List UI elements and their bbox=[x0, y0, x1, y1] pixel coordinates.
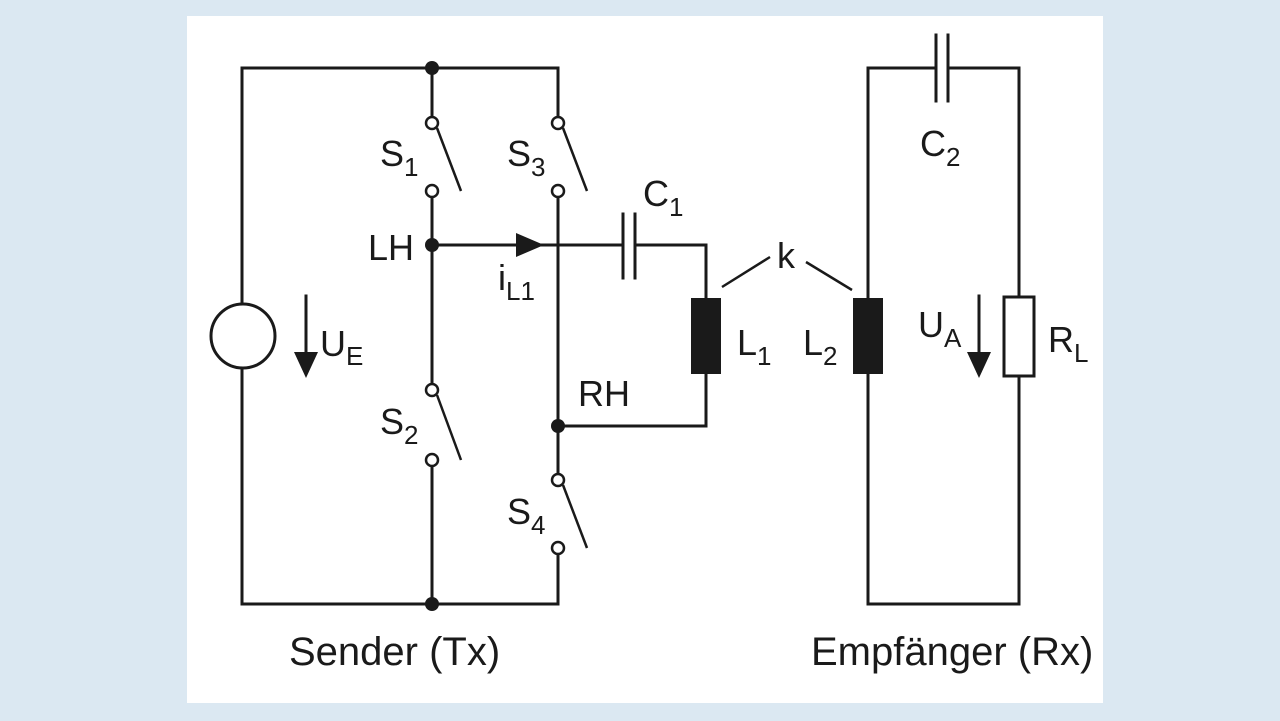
s2-label: S2 bbox=[380, 401, 418, 450]
voltage-source bbox=[209, 302, 277, 370]
l1-to-rh-wire bbox=[556, 372, 708, 428]
il1-label: iL1 bbox=[498, 257, 535, 306]
switch-s1-blade bbox=[435, 127, 463, 192]
s3-label: S3 bbox=[507, 133, 545, 182]
rl-label: RL bbox=[1048, 319, 1088, 368]
switch-s2-contact-top bbox=[424, 382, 440, 398]
switch-s1-contact-bottom bbox=[424, 183, 440, 199]
s4-label: S4 bbox=[507, 491, 545, 540]
switch-s2-contact-bottom bbox=[424, 452, 440, 468]
ue-arrow-head bbox=[294, 352, 318, 378]
rx-top-left-wire bbox=[866, 66, 938, 300]
junction-rh bbox=[551, 419, 565, 433]
inductor-l2 bbox=[853, 298, 883, 374]
coupling-line-left bbox=[721, 255, 771, 289]
rx-top-right-wire bbox=[946, 66, 1021, 299]
switch-s3-blade bbox=[561, 127, 589, 192]
switch-s4-contact-bottom bbox=[550, 540, 566, 556]
ue-label: UE bbox=[320, 323, 363, 371]
sender-caption: Sender (Tx) bbox=[289, 630, 500, 674]
k-label: k bbox=[777, 235, 796, 276]
inductor-l1 bbox=[691, 298, 721, 374]
switch-s4-blade bbox=[561, 484, 589, 549]
switch-s1-contact-top bbox=[424, 115, 440, 131]
l2-label: L2 bbox=[803, 322, 838, 371]
switch-s3-contact-bottom bbox=[550, 183, 566, 199]
c2-label: C2 bbox=[920, 123, 960, 172]
junction-bottom bbox=[425, 597, 439, 611]
c1-to-l1-wire bbox=[633, 243, 708, 300]
receiver-circuit: C2 L2 RL UA bbox=[803, 33, 1088, 606]
ua-label: UA bbox=[918, 304, 962, 353]
c1-label: C1 bbox=[643, 173, 683, 222]
switch-s2-blade bbox=[435, 394, 463, 461]
s1-label: S1 bbox=[380, 133, 418, 182]
lh-label: LH bbox=[368, 227, 414, 268]
rh-label: RH bbox=[578, 373, 630, 414]
resistor-rl bbox=[1002, 295, 1036, 378]
switch-s4-contact-top bbox=[550, 472, 566, 488]
diagram-panel bbox=[187, 16, 1103, 703]
rx-bottom-wire bbox=[866, 372, 1021, 606]
coupling-line-right bbox=[805, 260, 853, 292]
sender-circuit: UE S1 S2 S3 S4 LH iL1 C1 L1 bbox=[209, 61, 772, 611]
ua-arrow-head bbox=[967, 352, 991, 378]
junction-lh bbox=[425, 238, 439, 252]
junction-top bbox=[425, 61, 439, 75]
coupling: k bbox=[721, 235, 853, 292]
l1-label: L1 bbox=[737, 322, 772, 371]
receiver-caption: Empfänger (Rx) bbox=[811, 630, 1093, 674]
switch-s3-contact-top bbox=[550, 115, 566, 131]
current-arrow-head bbox=[516, 233, 544, 257]
